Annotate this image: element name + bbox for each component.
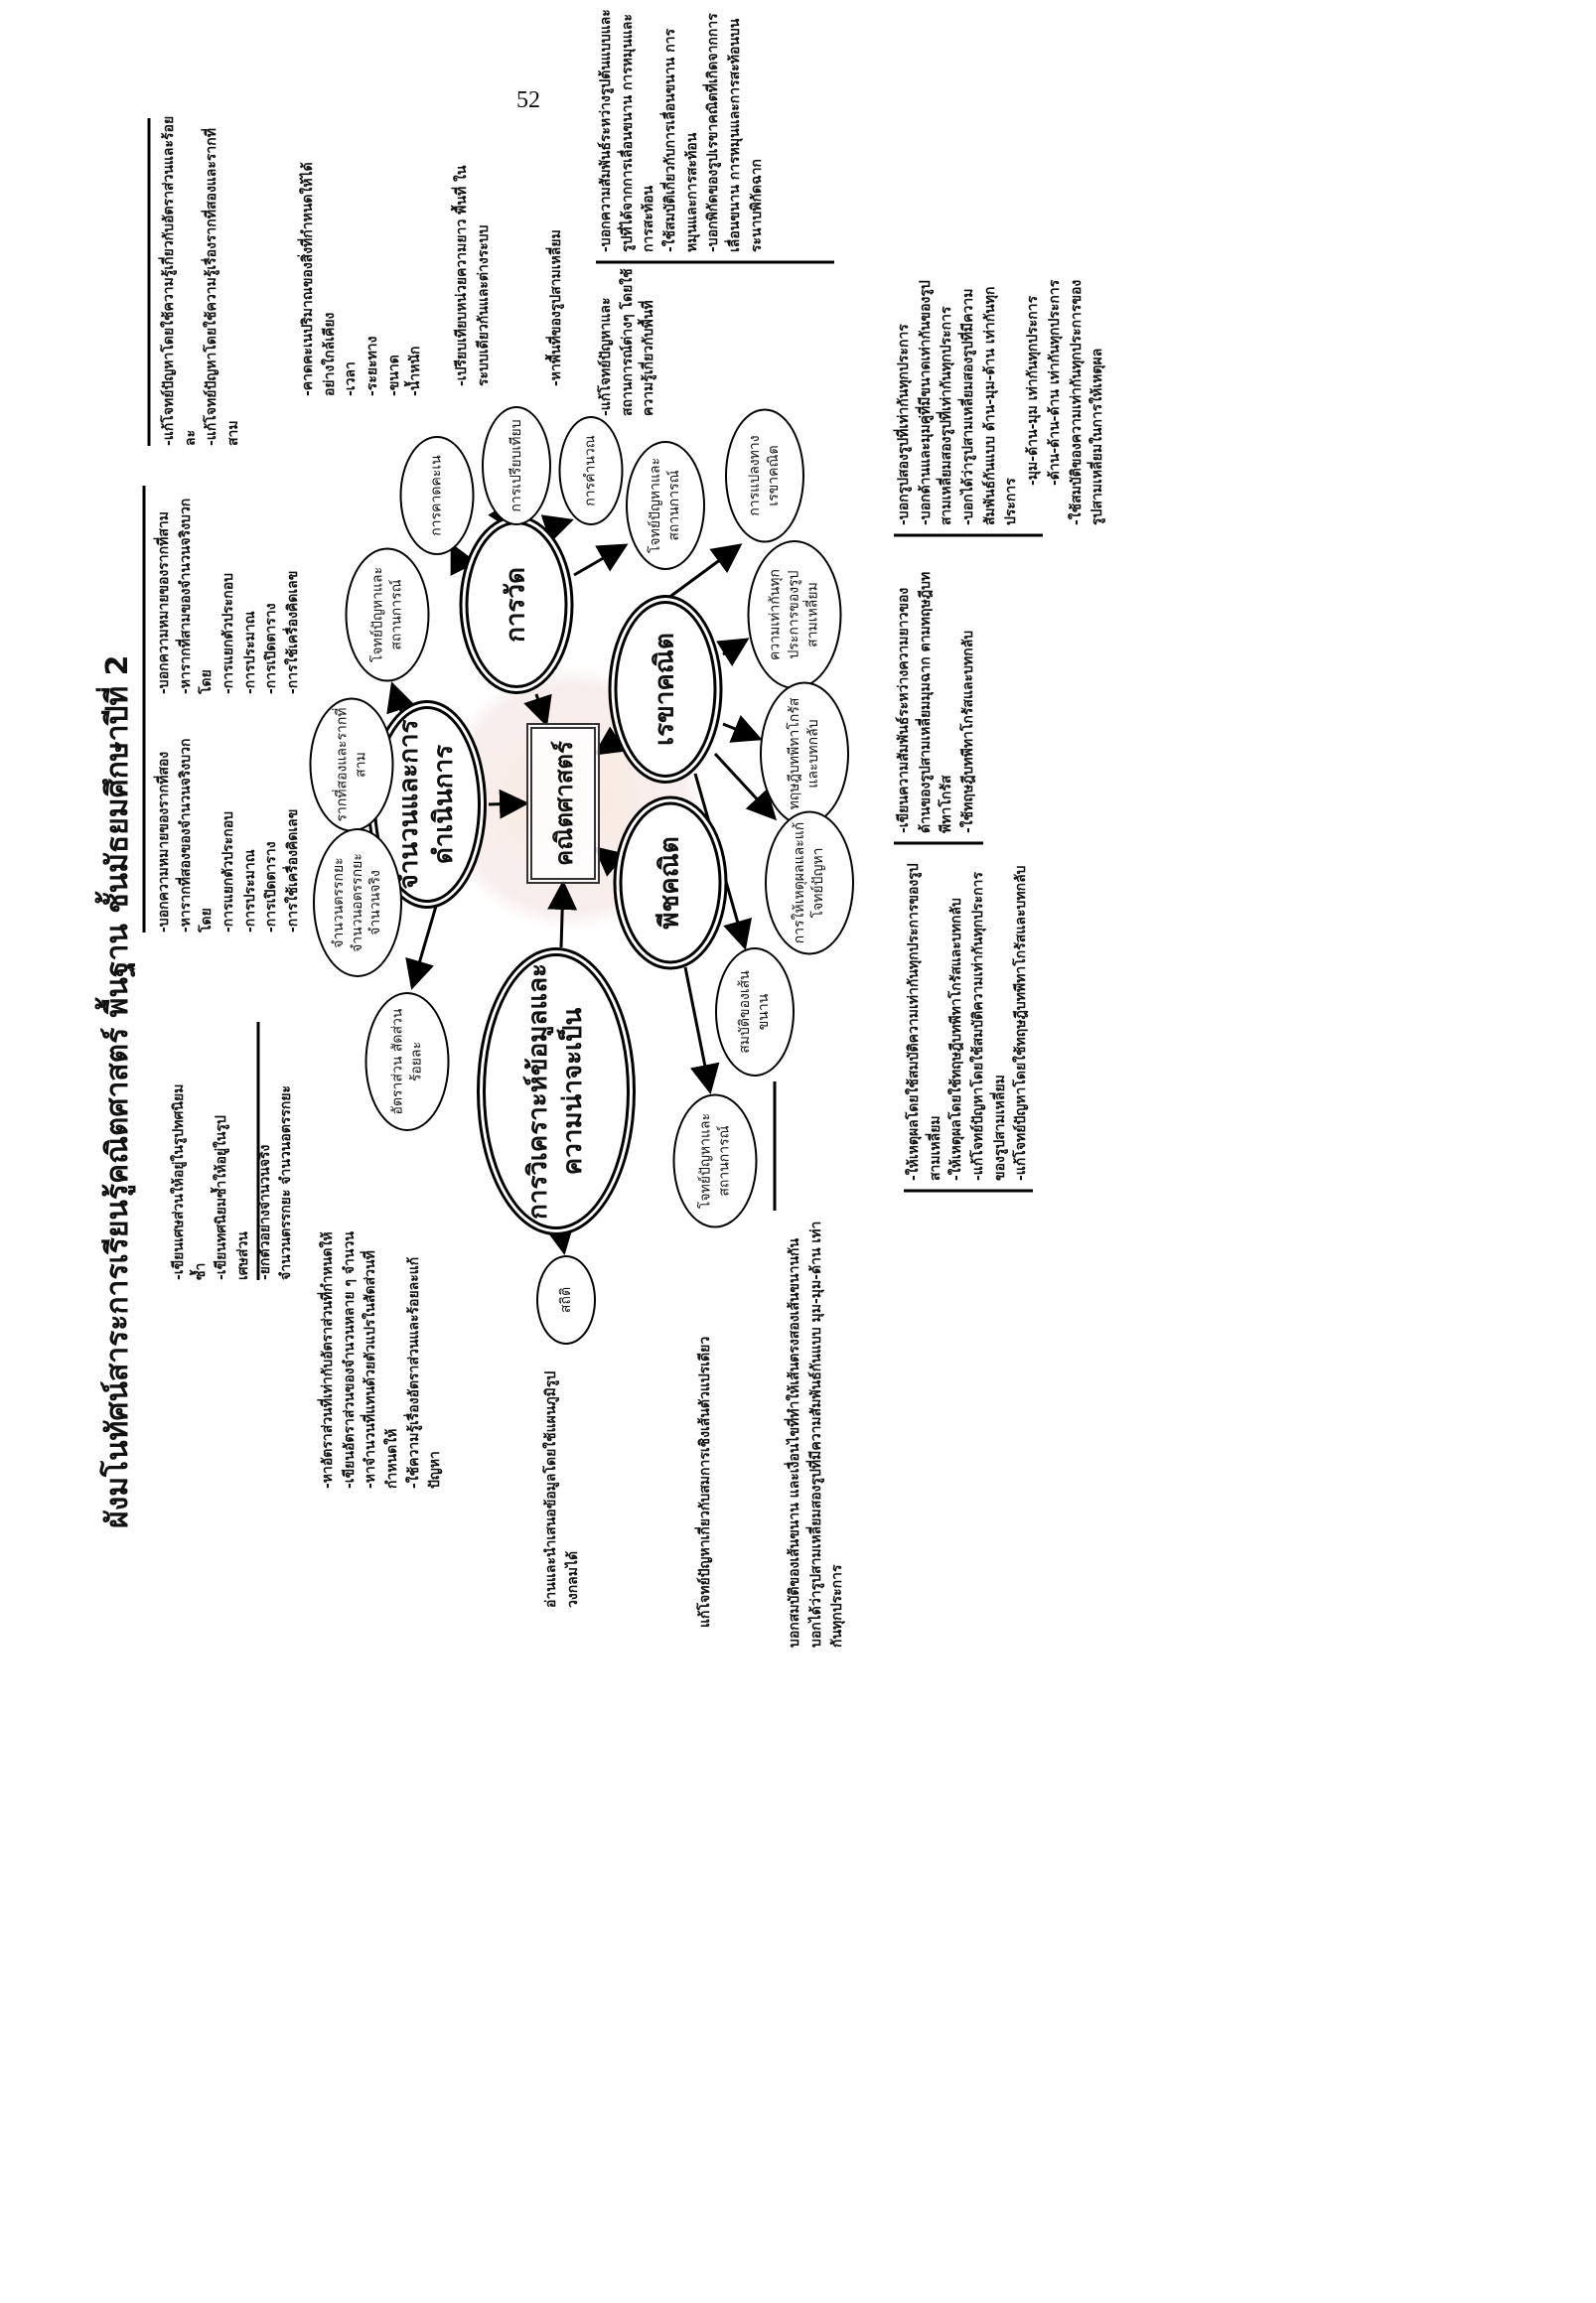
- list-estimation: -คาดคะเนปริมาณของสิ่งที่กำหนดให้ได้อย่าง…: [298, 158, 427, 396]
- node-pythagoras: ทฤษฎีบทพีทาโกรัสและบทกลับ: [760, 681, 849, 826]
- list-item: -บอกพิกัดของรูปเรขาคณิตที่เกิดจากการเลื่…: [705, 13, 765, 252]
- list-item: -หารากที่สองของจำนวนจริงบวกโดย: [177, 738, 216, 933]
- list-item: -มุม-ด้าน-มุม เท่ากันทุกประการ: [1025, 295, 1042, 486]
- list-item: -ใช้ทฤษฎีบทพีทาโกรัสและบทกลับ: [960, 630, 977, 833]
- list-item: -ให้เหตุผลโดยใช้ทฤษฎีบทพีทาโกรัสและบทกลั…: [948, 898, 965, 1181]
- list-item: -แก้โจทย์ปัญหาโดยใช้ความรู้เรื่องรากที่ส…: [204, 128, 242, 446]
- list-item: อ่านและนำเสนอข้อมูลโดยใช้แผนภูมิรูปวงกลม…: [543, 1370, 581, 1608]
- list-item: -หาอัตราส่วนที่เท่ากับอัตราส่วนที่กำหนดใ…: [320, 1231, 336, 1489]
- list-item: -ใช้ความรู้เรื่องอัตราส่วนและร้อยละแก้ปั…: [405, 1256, 444, 1489]
- list-item: -บอกด้านและมุมคู่ที่มีขนาดเท่ากันของรูปส…: [917, 280, 955, 525]
- list-item: -การใช้เครื่องคิดเลข: [285, 808, 302, 933]
- list-reasoning: -ให้เหตุผลโดยใช้สมบัติความเท่ากันทุกประก…: [904, 863, 1033, 1181]
- list-item: -การแยกตัวประกอบ: [220, 572, 237, 694]
- node-roots: รากที่สองและรากที่สาม: [309, 697, 394, 832]
- arrow-to-center: [488, 789, 529, 819]
- list-item: -ขนาด: [385, 355, 402, 396]
- arrow: [722, 714, 763, 743]
- list-item: -การเปิดตาราง: [263, 603, 280, 694]
- page-number: 52: [516, 87, 540, 113]
- list-real-numbers: -เขียนเศษส่วนให้อยู่ในรูปทศนิยมซ้ำ -เขีย…: [169, 1072, 298, 1280]
- list-item: -หาพื้นที่ของรูปสามเหลี่ยม: [548, 229, 564, 386]
- list-item: -การประมาณ: [241, 849, 258, 933]
- list-item: -คาดคะเนปริมาณของสิ่งที่กำหนดให้ได้อย่าง…: [300, 162, 338, 396]
- list-measure-problems: -แก้โจทย์ปัญหาและสถานการณ์ต่างๆ โดยใช้คว…: [596, 267, 660, 416]
- list-item: -ให้เหตุผลโดยใช้สมบัติความเท่ากันทุกประก…: [906, 863, 943, 1181]
- list-item: บอกสมบัติของเส้นขนาน และเงื่อนไขที่ทำให้…: [787, 1237, 802, 1648]
- node-transformation: การแปลงทางเรขาคณิต: [725, 408, 804, 543]
- node-geometry: เรขาคณิต: [608, 595, 723, 784]
- node-comparison: การเปรียบเทียบ: [482, 406, 551, 525]
- list-item: -แก้โจทย์ปัญหาและสถานการณ์ต่างๆ โดยใช้คว…: [598, 268, 657, 416]
- arrow-to-center: [547, 880, 578, 948]
- node-algebra-problems: โจทย์ปัญหาและสถานการณ์: [672, 1093, 758, 1228]
- node-number-problems: โจทย์ปัญหาและสถานการณ์: [345, 547, 430, 682]
- list-ratio: -หาอัตราส่วนที่เท่ากับอัตราส่วนที่กำหนดใ…: [318, 1230, 447, 1489]
- list-statistics: อ่านและนำเสนอข้อมูลโดยใช้แผนภูมิรูปวงกลม…: [541, 1369, 584, 1608]
- list-item: แก้โจทย์ปัญหาเกี่ยวกับสมการเชิงเส้นตัวแป…: [697, 1336, 713, 1628]
- list-item: -หารากที่สามของจำนวนจริงบวกโดย: [177, 498, 216, 694]
- arrow: [544, 1223, 575, 1255]
- list-item: -เวลา: [343, 361, 360, 396]
- list-item: -เปรียบเทียบหน่วยความยาว พื้นที่ ในระบบเ…: [454, 165, 492, 386]
- list-calculation: -หาพื้นที่ของรูปสามเหลี่ยม: [546, 148, 568, 386]
- node-estimation: การคาดคะเน: [399, 436, 475, 555]
- list-item: -เขียนความสัมพันธ์ระหว่างความยาวของด้านข…: [896, 571, 955, 833]
- list-item: -ใช้สมบัติของความเท่ากันทุกประการของรูปส…: [1068, 279, 1106, 525]
- list-item: -การเปิดตาราง: [263, 841, 280, 933]
- list-item: -เขียนเศษส่วนให้อยู่ในรูปทศนิยมซ้ำ: [171, 1083, 209, 1280]
- arrow-to-center: [523, 693, 552, 727]
- list-item: -แก้โจทย์ปัญหาโดยใช้ทฤษฎีบทพีทาโกรัสและบ…: [1013, 865, 1030, 1181]
- node-parallel: สมบัติของเส้นขนาน: [715, 947, 795, 1077]
- node-congruence: ความเท่ากันทุกประการของรูปสามเหลี่ยม: [747, 540, 842, 689]
- node-ratio: อัตราส่วน สัดส่วน ร้อยละ: [364, 992, 450, 1131]
- node-reasoning: การให้เหตุผลและแก้โจทย์ปัญหา: [765, 810, 854, 955]
- node-data-probability: การวิเคราะห์ข้อมูลและความน่าจะเป็น: [477, 947, 636, 1235]
- list-item: -หาจำนวนที่แทนด้วยตัวแปรในสัดส่วนที่กำหน…: [363, 1250, 401, 1489]
- list-item: -การใช้เครื่องคิดเลข: [285, 570, 302, 694]
- list-item: -แก้โจทย์ปัญหาโดยใช้สมบัติความเท่ากันทุก…: [970, 871, 1008, 1181]
- list-item: -น้ำหนัก: [407, 346, 424, 396]
- list-cube-roots: -บอกความหมายของรากที่สาม -หารากที่สามของ…: [154, 486, 305, 694]
- arrow: [405, 902, 439, 990]
- arrow: [683, 966, 720, 1094]
- list-comparison: -เปรียบเทียบหน่วยความยาว พื้นที่ ในระบบเ…: [452, 148, 495, 386]
- list-item: -บอกความหมายของรากที่สาม: [156, 511, 172, 694]
- arrow: [713, 752, 778, 821]
- list-item: -แก้โจทย์ปัญหาโดยใช้ความรู้เกี่ยวกับอัตร…: [161, 115, 199, 446]
- list-item: -การแยกตัวประกอบ: [220, 810, 237, 933]
- list-item: -เขียนอัตราส่วนของจำนวนหลาย ๆ จำนวน: [341, 1231, 358, 1489]
- node-statistics: สถิติ: [536, 1255, 596, 1345]
- list-square-roots: -บอกความหมายของรากที่สอง -หารากที่สองของ…: [154, 724, 305, 933]
- list-item: -ใช้สมบัติเกี่ยวกับการเลื่อนขนาน การหมุน…: [662, 28, 700, 252]
- page-title: ผังมโนทัศน์สาระการเรียนรู้คณิตศาสตร์ พื้…: [100, 654, 135, 1528]
- node-real-numbers: จำนวนตรรกยะ จำนวนอตรรกยะ จำนวนจริง: [313, 828, 402, 977]
- list-item: -เขียนทศนิยมซ้ำให้อยู่ในรูปเศษส่วน: [214, 1115, 252, 1280]
- list-parallel: บอกสมบัติของเส้นขนาน และเงื่อนไขที่ทำให้…: [785, 1211, 849, 1648]
- node-measurement: การวัด: [459, 515, 574, 694]
- arrow: [573, 543, 629, 577]
- list-item: บอกได้ว่ารูปสามเหลี่ยมสองรูปที่มีความสัม…: [807, 1221, 846, 1648]
- list-algebra-problems: แก้โจทย์ปัญหาเกี่ยวกับสมการเชิงเส้นตัวแป…: [695, 1250, 717, 1628]
- list-transformation: -บอกความสัมพันธ์ระหว่างรูปต้นแบบและรูปที…: [596, 9, 769, 252]
- list-item: -ยกตัวอย่างจำนวนจริง จำนวนตรรกยะ จำนวนอต…: [256, 1084, 295, 1280]
- list-number-problems: -แก้โจทย์ปัญหาโดยใช้ความรู้เกี่ยวกับอัตร…: [159, 108, 245, 446]
- list-congruence: -บอกรูปสองรูปที่เท่ากันทุกประการ -บอกด้า…: [894, 267, 1109, 525]
- list-item: -ด้าน-ด้าน-ด้าน เท่ากันทุกประการ: [1046, 279, 1063, 486]
- list-item: -การประมาณ: [241, 611, 258, 694]
- center-node: คณิตศาสตร์: [526, 723, 600, 884]
- list-item: -บอกความสัมพันธ์ระหว่างรูปต้นแบบและรูปที…: [598, 9, 657, 252]
- arrow: [540, 514, 574, 543]
- list-item: -บอกได้ว่ารูปสามเหลี่ยมสองรูปที่มีความสั…: [960, 286, 1020, 525]
- arrow: [386, 681, 415, 715]
- list-item: -บอกรูปสองรูปที่เท่ากันทุกประการ: [896, 324, 912, 525]
- arrow: [716, 638, 750, 667]
- list-item: -บอกความหมายของรากที่สอง: [156, 751, 172, 933]
- node-algebra: พีชคณิต: [613, 795, 728, 970]
- node-calculation: การคำนวณ: [558, 416, 624, 525]
- list-pythagoras: -เขียนความสัมพันธ์ระหว่างความยาวของด้านข…: [894, 565, 980, 833]
- list-item: -ระยะทาง: [364, 336, 381, 397]
- node-measure-problems: โจทย์ปัญหาและสถานการณ์: [626, 441, 705, 570]
